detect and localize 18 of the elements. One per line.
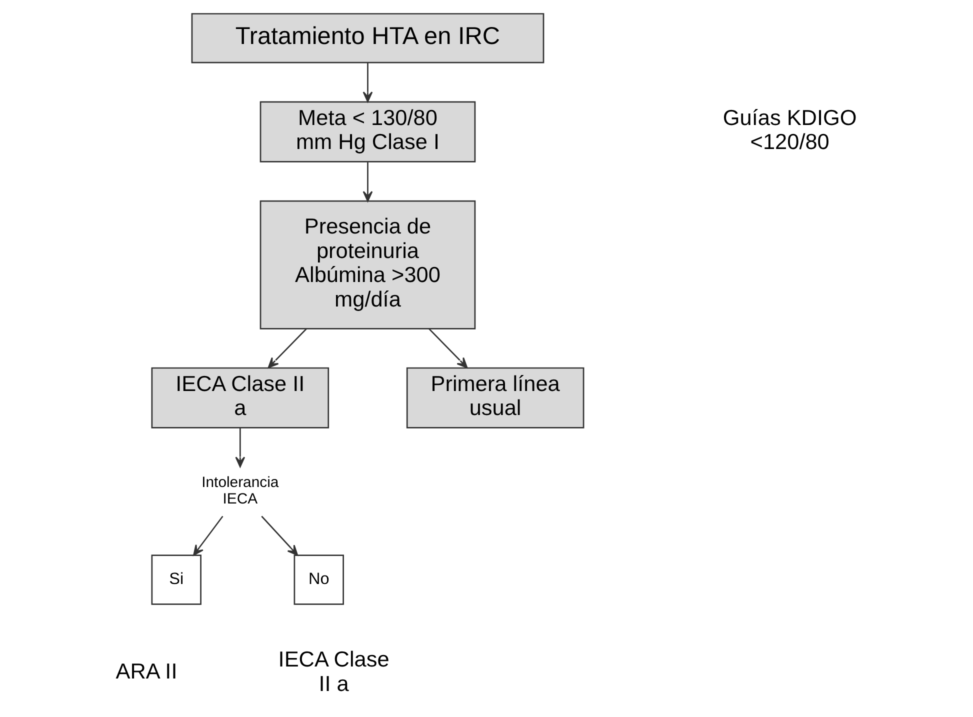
node-text: Intolerancia IECA xyxy=(202,474,279,508)
label: Guías KDIGO <120/80 xyxy=(722,104,857,154)
arrow xyxy=(428,328,468,368)
node-box: Meta < 130/80 mm Hg Clase I xyxy=(260,101,476,162)
arrow xyxy=(193,516,224,556)
node-box: IECA Clase II a xyxy=(151,367,330,428)
arrow xyxy=(362,162,373,202)
arrow xyxy=(362,62,373,102)
label: ARA II xyxy=(116,658,178,684)
node-box: Tratamiento HTA en IRC xyxy=(191,13,544,64)
arrow xyxy=(268,328,308,368)
arrow xyxy=(235,428,246,468)
node-box: Si xyxy=(151,554,202,605)
label: IECA Clase II a xyxy=(278,646,390,696)
arrow xyxy=(261,516,298,556)
node-box: Presencia de proteinuria Albúmina >300 mg/día xyxy=(260,200,476,330)
node-box: No xyxy=(294,554,344,605)
node-box: Primera línea usual xyxy=(406,367,584,428)
